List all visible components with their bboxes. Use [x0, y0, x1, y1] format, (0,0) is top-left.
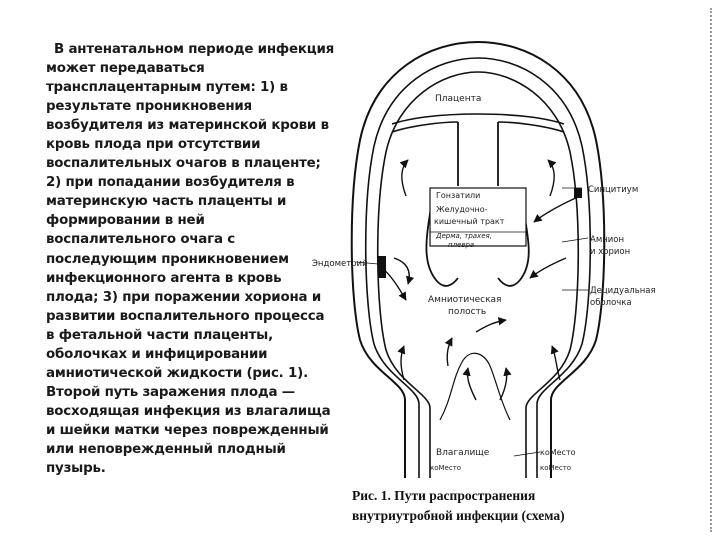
body-text-line: или неповрежденный плодный — [46, 441, 286, 457]
body-text-line: воспалительных очагов в плаценте; — [46, 156, 321, 172]
body-text-line: развитии воспалительного процесса — [46, 308, 325, 324]
body-text-line: кровь плода при отсутствии — [46, 137, 261, 153]
label-decidual-1: Децидуальная — [590, 286, 656, 296]
label-endometrium: Эндометрий — [312, 259, 368, 269]
fetus-outline — [425, 122, 530, 287]
label-ecomesto-2: коМесто — [540, 448, 576, 457]
label-amnion-1: Амнион — [590, 235, 624, 245]
label-gi-tract-2: кишечный тракт — [434, 217, 505, 226]
body-text-line: пузырь. — [46, 461, 106, 477]
placenta — [391, 113, 565, 133]
label-skin-1: Дерма, трахея, — [435, 232, 492, 240]
body-text-line: может передаваться — [46, 61, 205, 77]
body-text-line: воспалительного очага с — [46, 232, 235, 248]
endometrium-focus — [378, 256, 386, 278]
body-text-line: инфекционного агента в кровь — [46, 270, 282, 286]
body-text-line: и шейки матки через поврежденный — [46, 422, 329, 438]
body-text-line: амниотической жидкости (рис. 1). — [46, 365, 308, 381]
label-syncytium: Синцитиум — [588, 185, 638, 195]
label-amniotic-1: Амниотическая — [428, 295, 501, 305]
membranes — [439, 352, 511, 421]
syncytium-focus — [574, 188, 582, 198]
body-text-line: материнскую часть плаценты и — [46, 194, 287, 210]
body-text-line: оболочках и инфицировании — [46, 346, 268, 362]
body-text-line: последующим проникновением — [46, 251, 289, 267]
leader-lines — [355, 187, 589, 457]
label-amniotic-2: полость — [448, 307, 486, 317]
infection-pathways-diagram: Плацента Гонзатили Желудочно- кишечный т… — [312, 40, 656, 478]
caption-line: Рис. 1. Пути распространения — [352, 488, 536, 503]
uterine-wall — [350, 40, 606, 478]
label-gi-tract-1: Желудочно- — [436, 205, 488, 214]
label-amnion-2: и хорион — [590, 247, 630, 257]
body-text-line: плода; 3) при поражении хориона и — [46, 289, 322, 305]
label-vagina: Влагалище — [436, 448, 490, 458]
body-text-line: трансплацентарным путем: 1) в — [46, 80, 288, 96]
figure-caption: Рис. 1. Пути распространения внутриутроб… — [352, 486, 652, 526]
label-skin-2: плевра — [448, 241, 474, 249]
caption-line: внутриутробной инфекции (схема) — [352, 508, 565, 523]
label-ecomesto-3: коМесто — [540, 464, 571, 472]
label-placenta: Плацента — [435, 94, 481, 104]
body-text-line: восходящая инфекция из влагалища — [46, 403, 331, 419]
body-text-block: В антенатальном периоде инфекция может п… — [46, 40, 335, 478]
infection-arrows — [381, 159, 581, 401]
body-text-line: В антенатальном периоде инфекция — [54, 42, 335, 57]
body-text-line: формировании в ней — [46, 213, 205, 229]
label-decidual-2: оболочка — [590, 298, 632, 308]
body-text-line: результате проникновения — [46, 99, 252, 115]
body-text-line: 2) при попадании возбудителя в — [46, 175, 295, 191]
body-text-line: возбудителя из материнской крови в — [46, 118, 329, 134]
label-ecomesto-1: коМесто — [430, 464, 461, 472]
body-text-line: в фетальной части плаценты, — [46, 327, 273, 343]
slide-edge-dotted-rule — [710, 8, 712, 532]
label-tonsils: Гонзатили — [436, 191, 480, 200]
body-text-line: Второй путь заражения плода — — [46, 384, 295, 400]
